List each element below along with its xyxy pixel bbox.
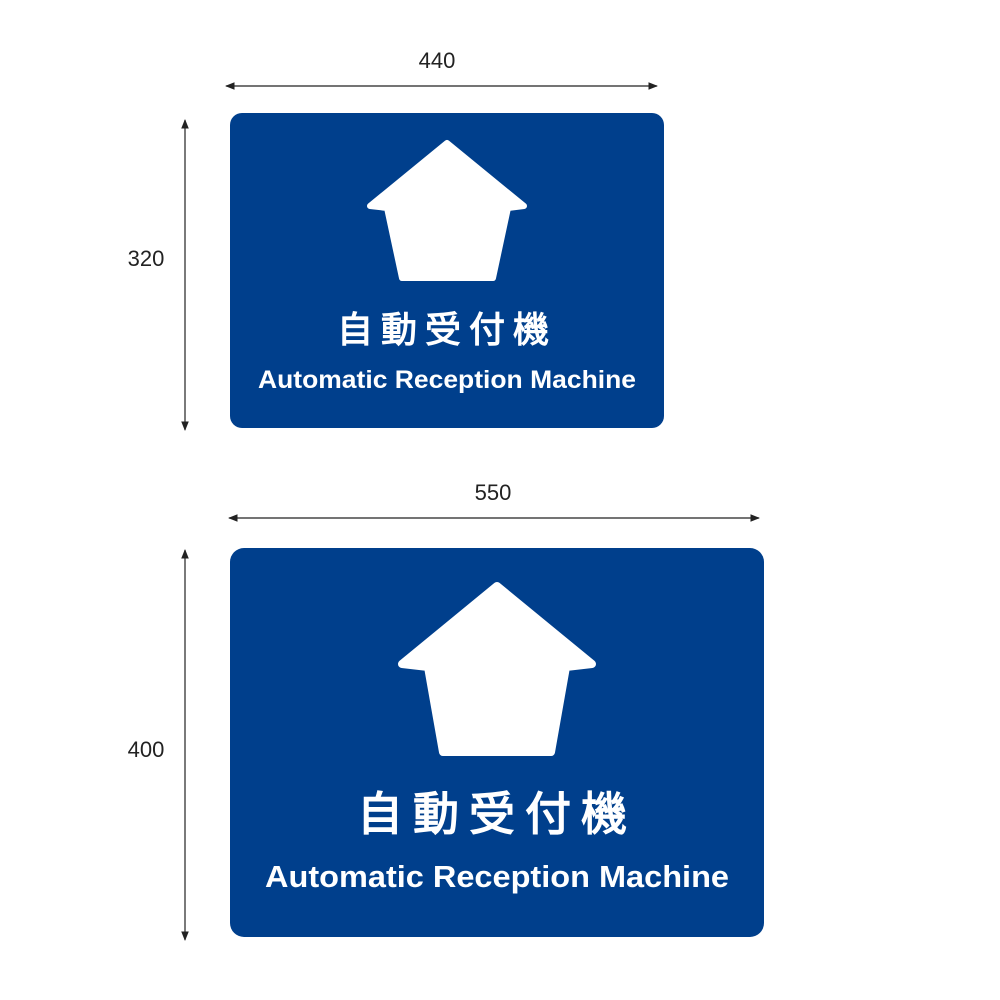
- large-sign-width-dimension: 550: [228, 480, 760, 522]
- sign-title-ja: 自動受付機: [357, 787, 637, 841]
- small-sign: 自動受付機 Automatic Reception Machine: [230, 113, 664, 428]
- up-arrow-icon: [367, 140, 527, 281]
- width-label: 440: [419, 48, 456, 73]
- width-label: 550: [475, 480, 512, 505]
- sign-title-en: Automatic Reception Machine: [258, 366, 636, 394]
- small-sign-height-dimension: 320: [128, 119, 189, 431]
- sign-title-en: Automatic Reception Machine: [265, 859, 729, 894]
- up-arrow-icon: [398, 582, 596, 756]
- height-label: 400: [128, 737, 165, 762]
- large-sign-height-dimension: 400: [128, 549, 189, 941]
- small-sign-width-dimension: 440: [225, 48, 658, 90]
- large-sign: 自動受付機 Automatic Reception Machine: [230, 548, 764, 937]
- sign-title-ja: 自動受付機: [337, 310, 557, 351]
- height-label: 320: [128, 246, 165, 271]
